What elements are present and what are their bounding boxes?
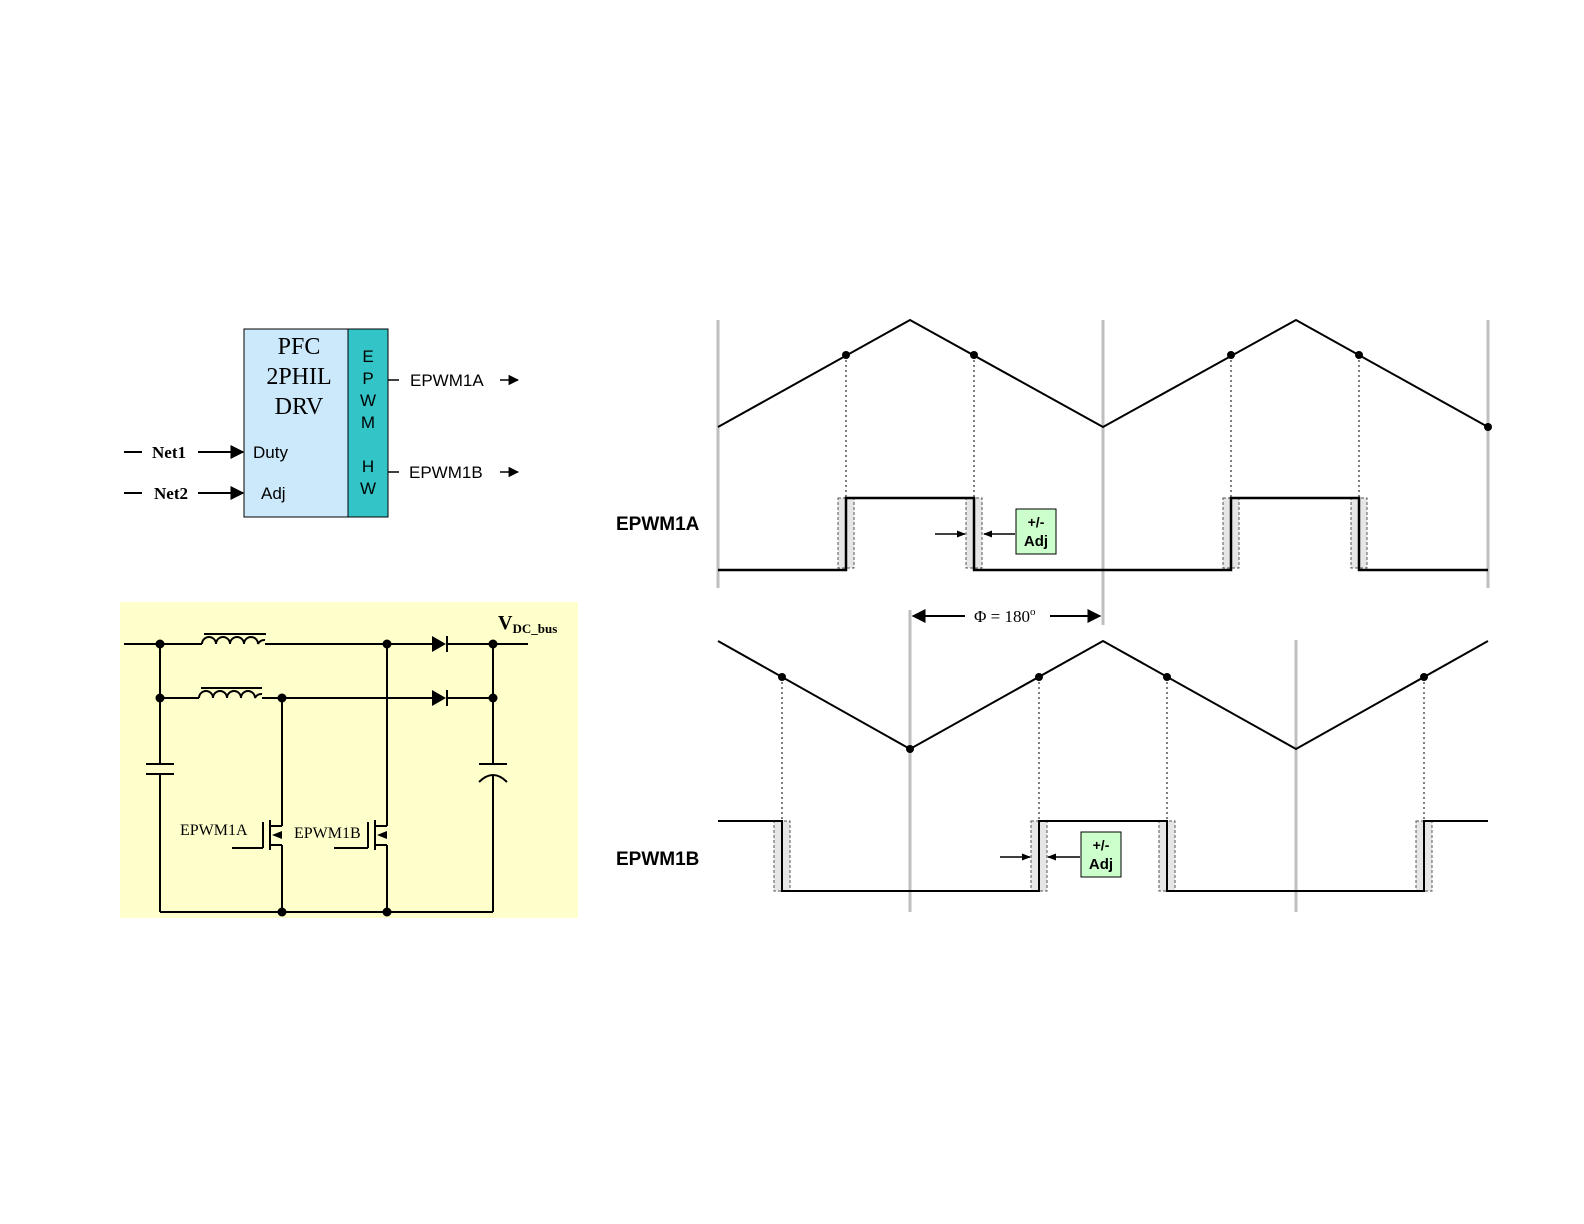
carrier-intersection-dots — [778, 351, 1492, 753]
hw-letter-m: M — [361, 413, 375, 432]
pfc-block: PFC 2PHIL DRV E P W M H W Net1 Duty Net2… — [124, 329, 518, 517]
interleaved-pfc-schematic: VDC_bus EPWM1A EPWM1B — [120, 602, 578, 918]
adj-a-text: Adj — [1024, 533, 1048, 550]
adj-a-plusminus: +/- — [1028, 514, 1045, 530]
schematic-background — [120, 602, 578, 918]
block-title-line-1: PFC — [278, 334, 321, 360]
block-title-line-3: DRV — [275, 394, 324, 420]
hw-letter-p: P — [362, 369, 373, 388]
epwm1a-timing-label: EPWM1A — [616, 514, 700, 535]
epwm1b-output-label: EPWM1B — [409, 463, 483, 482]
phase-label: Φ = 180o — [974, 606, 1036, 626]
net2-label: Net2 — [154, 484, 188, 503]
epwm1a-output-label: EPWM1A — [410, 371, 484, 390]
carrier-b — [718, 641, 1488, 749]
duty-port-label: Duty — [253, 443, 288, 462]
hw-letter-w2: W — [360, 479, 376, 498]
epwm1b-timing-label: EPWM1B — [616, 849, 699, 870]
adj-b-text: Adj — [1089, 856, 1113, 873]
adj-port-label: Adj — [261, 484, 286, 503]
period-markers — [718, 320, 1488, 912]
adj-b-plusminus: +/- — [1093, 837, 1110, 853]
switch-b-label: EPWM1B — [294, 825, 361, 842]
timing-diagram: EPWM1A EPWM1B +/- Adj +/- Adj Φ = 180o — [616, 320, 1492, 912]
net1-label: Net1 — [152, 443, 186, 462]
hw-letter-w: W — [360, 391, 376, 410]
switch-a-label: EPWM1A — [180, 822, 248, 839]
hw-letter-h: H — [362, 457, 374, 476]
hw-letter-e: E — [362, 347, 373, 366]
block-title-line-2: 2PHIL — [266, 364, 331, 390]
